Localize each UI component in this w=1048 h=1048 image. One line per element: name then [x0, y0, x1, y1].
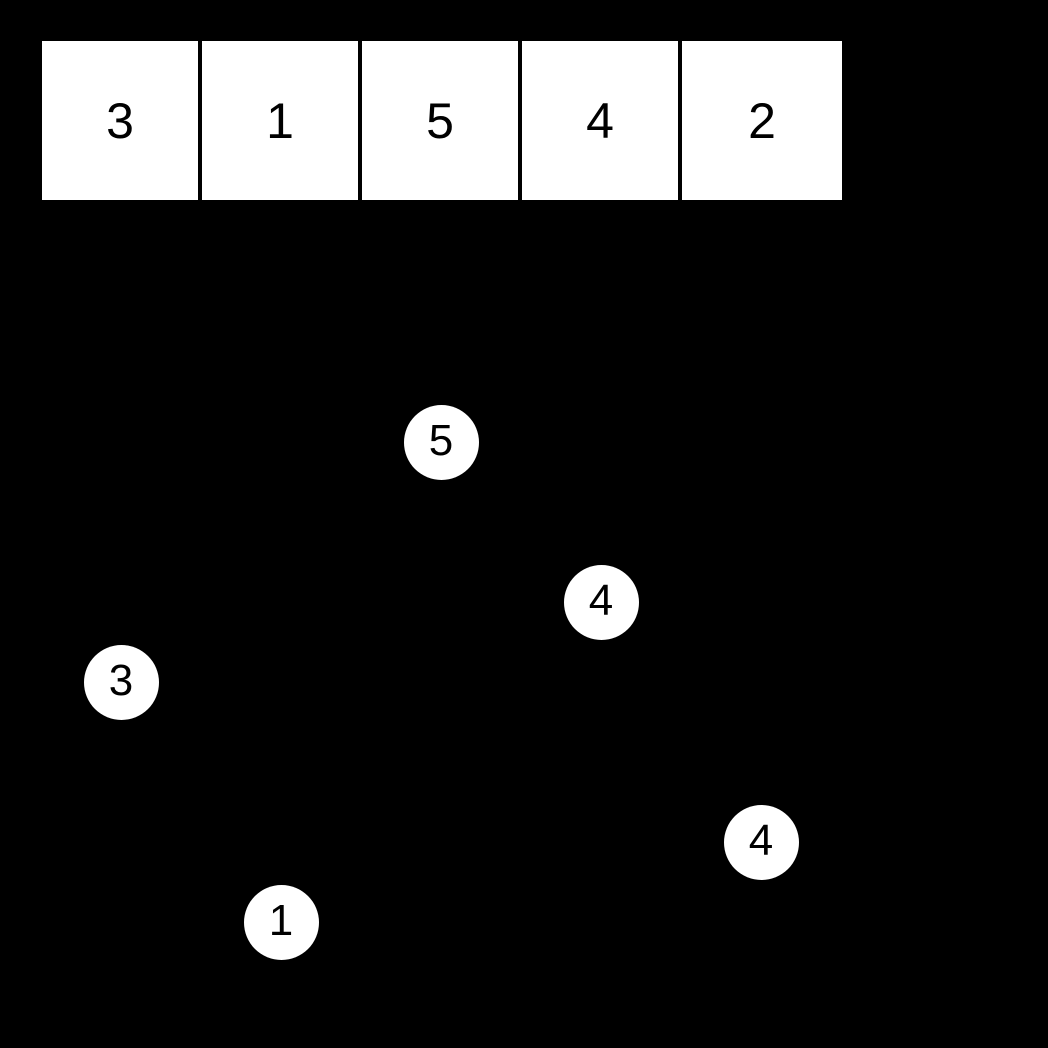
graph-node-value: 4 — [748, 816, 774, 865]
graph-node[interactable]: 3 — [83, 644, 159, 720]
graph-node[interactable]: 1 — [243, 884, 319, 960]
graph-node-value: 4 — [588, 576, 614, 625]
graph-node-value: 3 — [108, 656, 134, 705]
array-cell[interactable]: 2 — [682, 41, 842, 200]
array-row: 3 1 5 4 2 — [42, 41, 842, 200]
array-cell[interactable]: 4 — [522, 41, 682, 200]
array-cell-value: 1 — [266, 92, 294, 149]
graph-node[interactable]: 4 — [563, 564, 639, 640]
graph-node-value: 1 — [268, 896, 294, 945]
array-cell-value: 5 — [426, 92, 454, 149]
array-cell[interactable]: 1 — [202, 41, 362, 200]
array-cell[interactable]: 5 — [362, 41, 522, 200]
graph-node-value: 5 — [428, 416, 454, 465]
graph-node[interactable]: 4 — [723, 804, 799, 880]
array-cell-value: 3 — [106, 92, 134, 149]
array-cell[interactable]: 3 — [42, 41, 202, 200]
array-cell-value: 2 — [748, 92, 776, 149]
graph-node[interactable]: 5 — [403, 404, 479, 480]
array-cell-value: 4 — [586, 92, 614, 149]
